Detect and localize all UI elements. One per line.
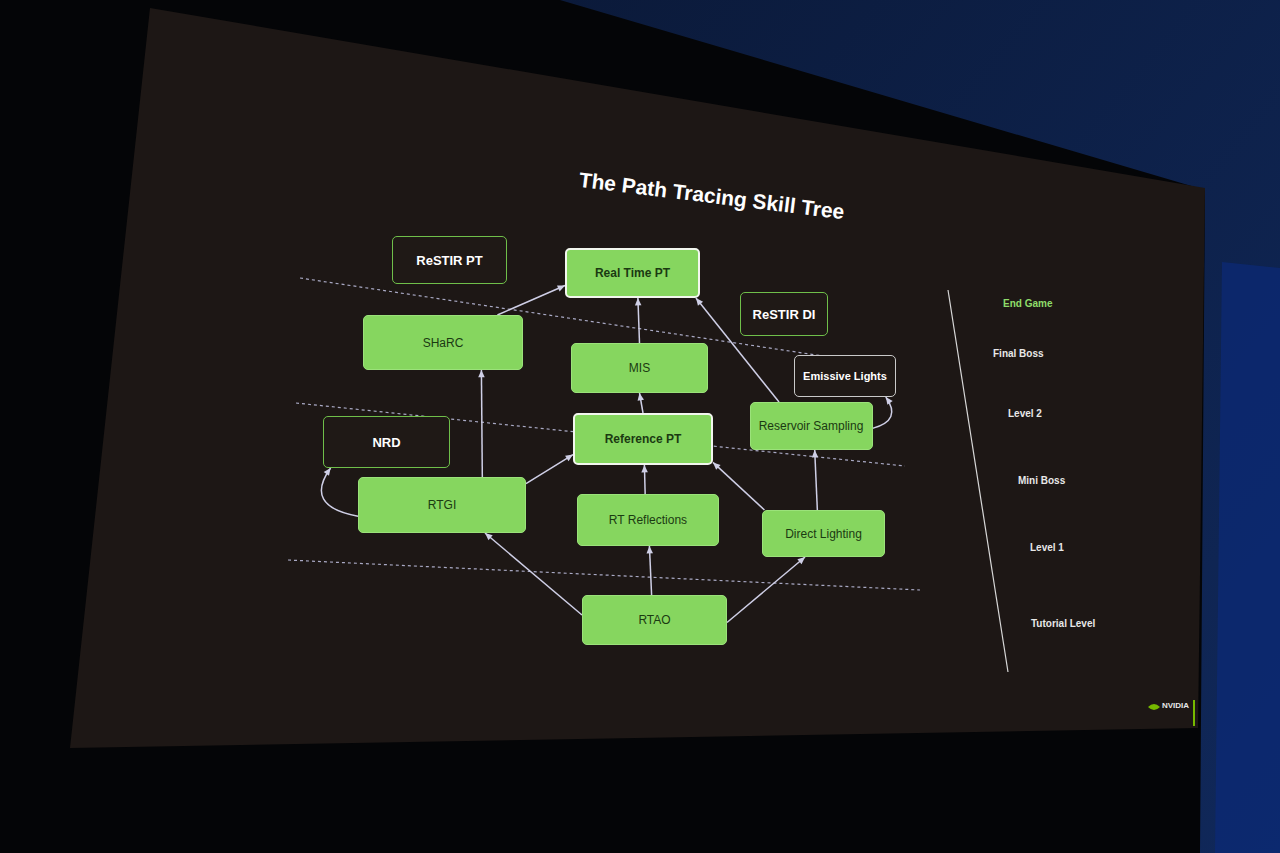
arrow-head	[713, 462, 721, 469]
logo-text: NVIDIA	[1162, 701, 1189, 710]
skill-connector	[526, 455, 573, 484]
connector-line	[497, 286, 565, 316]
arrow-head	[646, 546, 653, 553]
skill-box: RT Reflections	[577, 494, 719, 546]
level-label: End Game	[1003, 298, 1052, 309]
arrow-head	[557, 285, 565, 291]
connector-line	[481, 370, 483, 477]
connector-line	[727, 557, 805, 623]
skill-connector	[638, 393, 644, 413]
level-label: Final Boss	[993, 348, 1044, 359]
arrow-head	[641, 465, 648, 472]
skill-connector	[635, 298, 642, 343]
arrow-head	[635, 298, 642, 305]
connector-line	[526, 455, 573, 484]
skill-connector	[873, 397, 893, 428]
accent-bar	[1193, 700, 1195, 726]
arrow-head	[886, 397, 893, 405]
level-label: Tutorial Level	[1031, 618, 1095, 629]
skill-connector	[812, 450, 819, 510]
connector-line	[873, 397, 892, 428]
skill-connector	[321, 468, 358, 516]
level-axis	[948, 290, 1008, 672]
skill-box: MIS	[571, 343, 708, 393]
skill-label: ReSTIR DI	[753, 307, 816, 322]
logo-eye	[1148, 704, 1160, 710]
skill-box: RTAO	[582, 595, 727, 645]
skill-box: NRD	[323, 416, 450, 468]
arrow-head	[812, 450, 819, 457]
projection-screen	[70, 8, 1205, 748]
arrow-head	[565, 455, 573, 462]
connector-line	[649, 546, 651, 595]
skill-box: Reservoir Sampling	[750, 402, 873, 450]
skill-label: Emissive Lights	[803, 370, 887, 382]
skill-label: Direct Lighting	[785, 527, 862, 541]
skill-connector	[713, 462, 764, 510]
skill-box: ReSTIR PT	[392, 236, 507, 284]
connector-line	[321, 468, 358, 516]
skill-connector	[478, 370, 485, 477]
arrow-head	[485, 533, 493, 540]
skill-connector	[727, 557, 805, 623]
arrow-head	[638, 393, 644, 401]
connector-line	[713, 462, 764, 510]
skill-box: RTGI	[358, 477, 526, 533]
connector-line	[485, 533, 582, 615]
skill-label: RTGI	[428, 498, 456, 512]
skill-label: SHaRC	[423, 336, 464, 350]
skill-label: ReSTIR PT	[416, 253, 482, 268]
slide-title: The Path Tracing Skill Tree	[577, 168, 845, 224]
skill-box: Emissive Lights	[794, 355, 896, 397]
skill-box: Direct Lighting	[762, 510, 885, 557]
level-label: Level 2	[1008, 408, 1042, 419]
skill-box: Reference PT	[573, 413, 713, 465]
arrow-head	[324, 468, 331, 476]
skill-label: MIS	[629, 361, 650, 375]
connector-line	[815, 450, 818, 510]
skill-label: Reservoir Sampling	[759, 419, 864, 433]
level-label: Mini Boss	[1018, 475, 1065, 486]
arrow-head	[696, 298, 703, 306]
skill-label: NRD	[372, 435, 400, 450]
level-label: Level 1	[1030, 542, 1064, 553]
arrow-head	[797, 557, 805, 564]
skill-connector	[485, 533, 582, 615]
arrow-head	[478, 370, 485, 377]
skill-box: SHaRC	[363, 315, 523, 370]
skill-label: RT Reflections	[609, 513, 687, 527]
skill-label: Real Time PT	[595, 266, 670, 280]
skill-connector	[497, 285, 565, 315]
skill-box: Real Time PT	[565, 248, 700, 298]
skill-label: RTAO	[638, 613, 670, 627]
skill-label: Reference PT	[605, 432, 682, 446]
skill-connector	[641, 465, 648, 494]
level-divider	[288, 560, 920, 590]
skill-connector	[646, 546, 653, 595]
curtain	[1215, 262, 1280, 853]
skill-box: ReSTIR DI	[740, 292, 828, 336]
